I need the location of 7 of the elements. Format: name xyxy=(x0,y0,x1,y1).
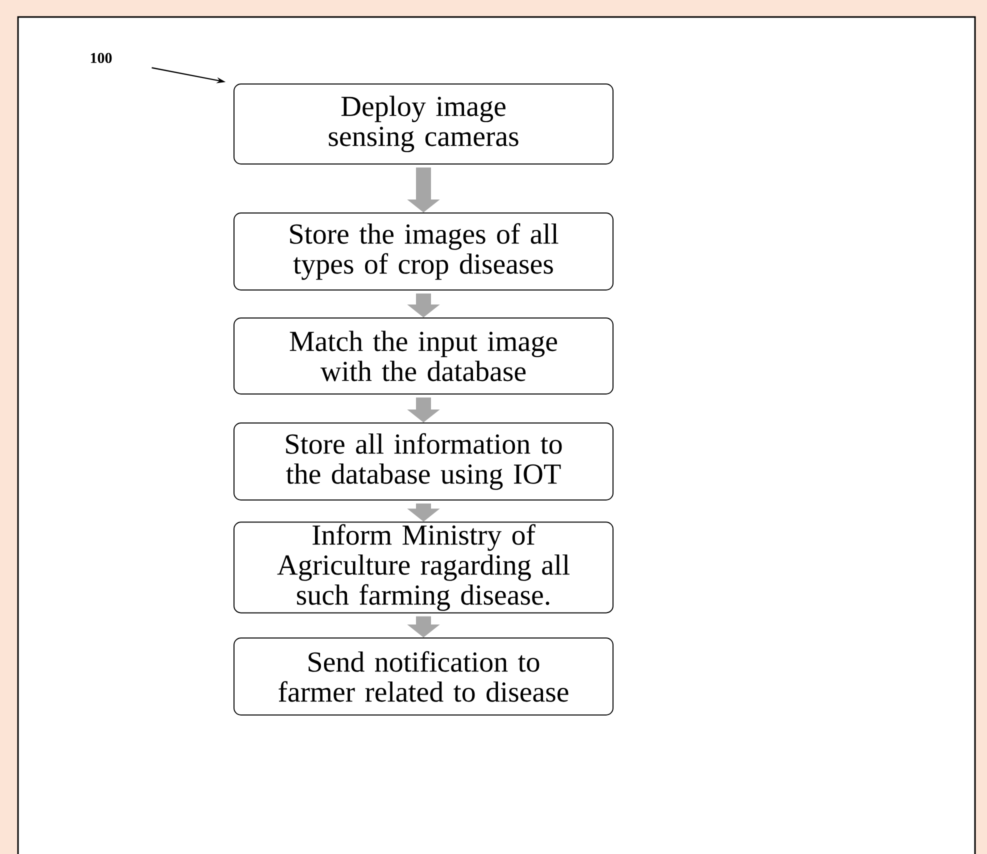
process-box: Store all information to the database using IOT xyxy=(234,422,614,500)
reference-number: 100 xyxy=(90,52,112,64)
process-box: Match the input image with the database xyxy=(234,318,614,394)
process-box: Send notification to farmer related to disease xyxy=(234,638,614,716)
process-box: Store the images of all types of crop diseases xyxy=(234,212,614,290)
process-box: Deploy image sensing cameras xyxy=(234,84,614,164)
process-box: Inform Ministry of Agriculture ragarding all such farming disease. xyxy=(234,522,614,614)
